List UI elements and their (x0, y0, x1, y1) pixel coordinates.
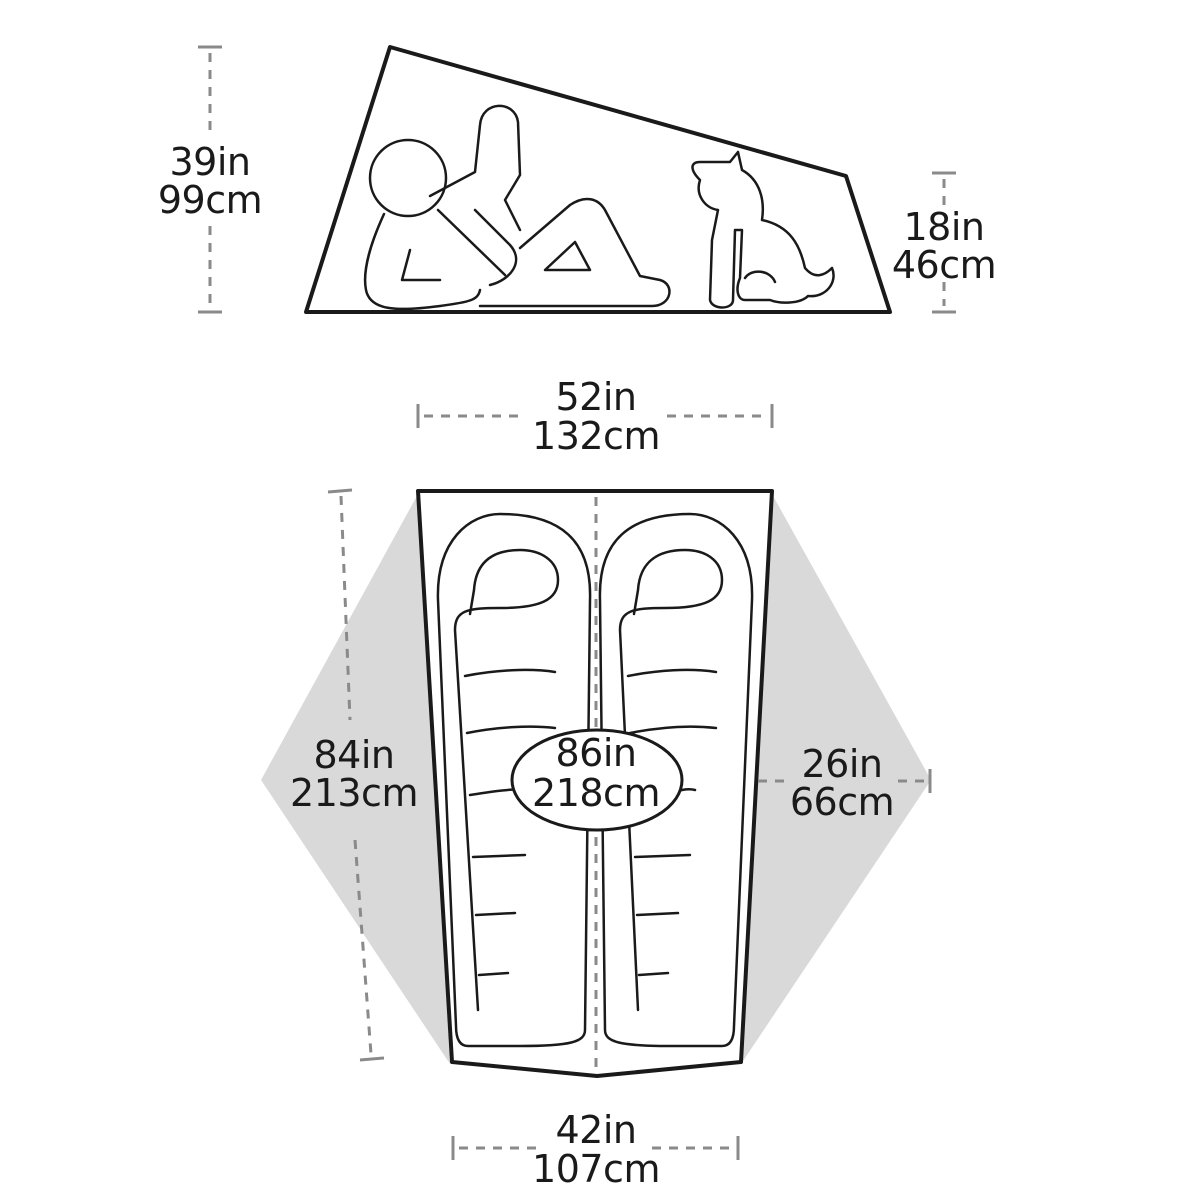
tent-side-profile (304, 45, 892, 314)
vestibule-depth-metric: 66cm (790, 780, 894, 824)
head-width-imperial: 52in (556, 375, 637, 419)
side-view: 39in 99cm 18in 46cm (158, 45, 997, 314)
diagonal-metric: 218cm (532, 771, 660, 815)
foot-height-imperial: 18in (904, 205, 985, 249)
vestibule-left (261, 494, 450, 1064)
vestibule-depth-dimension: 26in 66cm (758, 742, 932, 824)
sleeping-bag-right (598, 512, 754, 1048)
head-width-dimension: 52in 132cm (416, 375, 774, 458)
vestibule-depth-imperial: 26in (802, 742, 883, 786)
foot-width-imperial: 42in (556, 1108, 637, 1152)
foot-width-metric: 107cm (532, 1147, 660, 1191)
vestibule-right (741, 494, 931, 1064)
length-dimension: 84in 213cm (290, 488, 418, 1062)
person-figure (363, 104, 671, 311)
dog-figure (691, 150, 835, 309)
length-imperial: 84in (314, 733, 395, 777)
length-metric: 213cm (290, 771, 418, 815)
peak-height-dimension: 39in 99cm (158, 45, 263, 314)
peak-height-metric: 99cm (158, 178, 262, 222)
peak-height-imperial: 39in (170, 140, 251, 184)
diagonal-imperial: 86in (556, 731, 637, 775)
floor-plan: 86in 218cm 52in 132cm 84in 213cm 26in 66 (261, 375, 932, 1191)
foot-width-dimension: 42in 107cm (451, 1108, 740, 1191)
head-width-metric: 132cm (532, 414, 660, 458)
foot-height-dimension: 18in 46cm (892, 171, 997, 314)
diagonal-label-bubble (510, 728, 684, 832)
foot-height-metric: 46cm (892, 243, 996, 287)
